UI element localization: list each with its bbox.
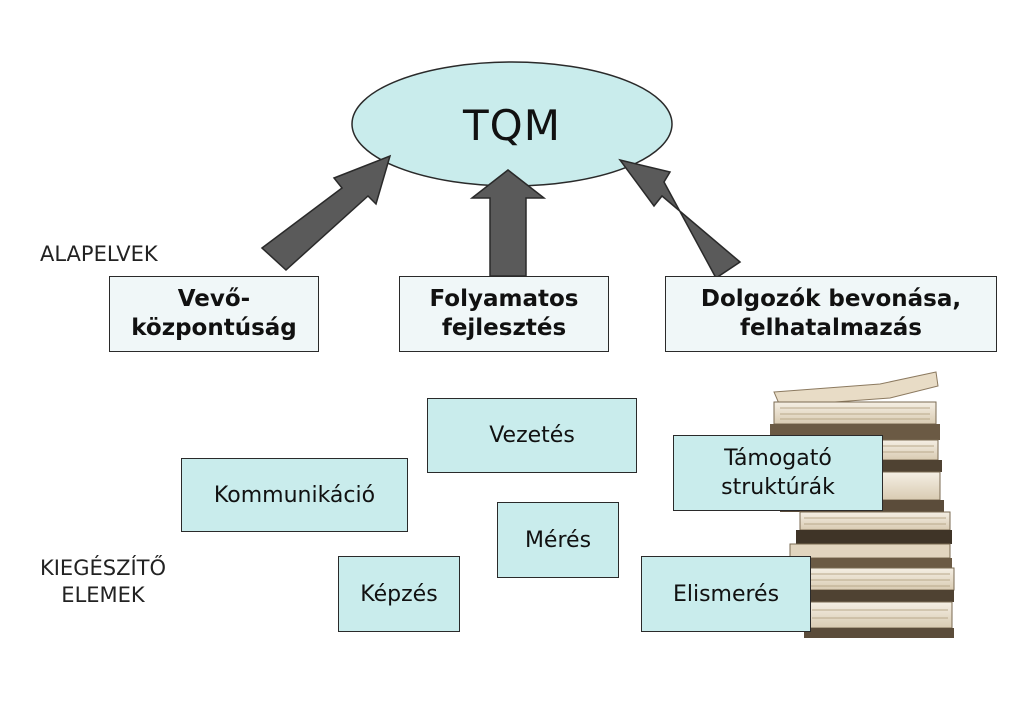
principle-box-customer-focus: Vevő- központúság (109, 276, 319, 352)
element-box-leadership: Vezetés (427, 398, 637, 473)
principle-box-continuous-improvement: Folyamatos fejlesztés (399, 276, 609, 352)
principle-box-employee-involvement: Dolgozók bevonása, felhatalmazás (665, 276, 997, 352)
element-box-communication: Kommunikáció (181, 458, 408, 532)
element-box-recognition: Elismerés (641, 556, 811, 632)
tqm-label: TQM (463, 100, 561, 150)
arrow-right (618, 158, 742, 280)
arrow-left (260, 154, 392, 272)
element-box-measurement: Mérés (497, 502, 619, 578)
principles-section-label: ALAPELVEK (40, 242, 158, 266)
supplementary-section-label: KIEGÉSZÍTŐ ELEMEK (39, 556, 167, 607)
arrow-center (469, 169, 547, 277)
element-box-supporting-structures: Támogató struktúrák (673, 435, 883, 511)
element-box-training: Képzés (338, 556, 460, 632)
